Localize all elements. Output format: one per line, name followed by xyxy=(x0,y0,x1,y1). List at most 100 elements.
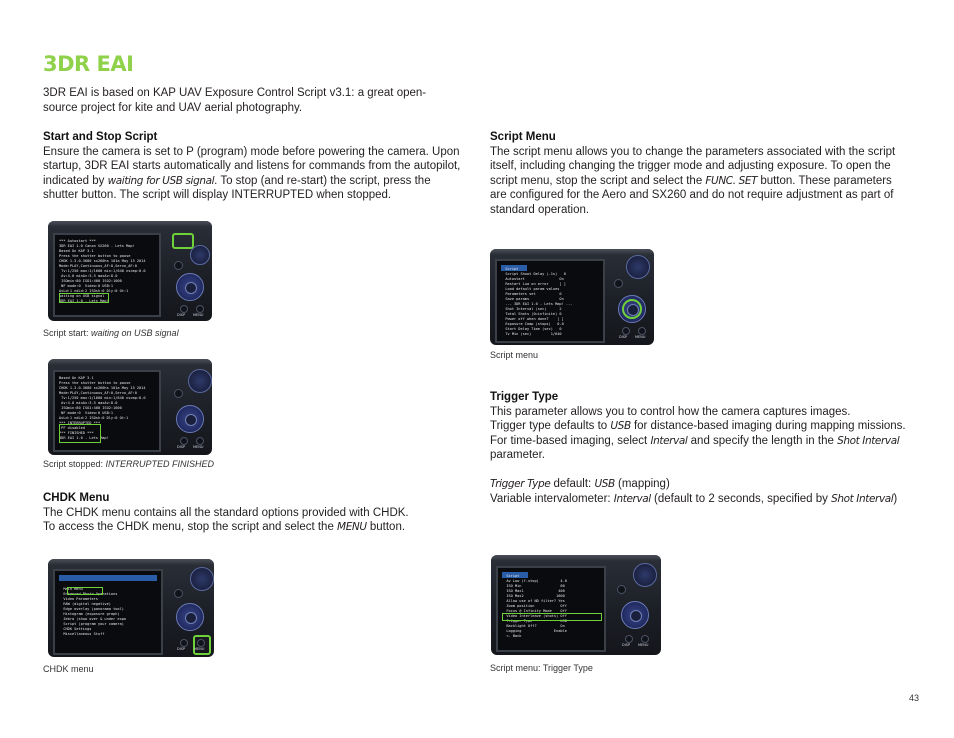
camera-topbar xyxy=(491,555,661,561)
camera-topbar xyxy=(48,359,212,365)
disp-label: DISP xyxy=(619,335,628,339)
highlight-waiting-usb xyxy=(59,293,109,303)
menu-label: MENU xyxy=(193,445,204,449)
record-button-icon xyxy=(174,261,183,270)
trigger-type-section: Trigger Type This parameter allows you t… xyxy=(490,390,915,506)
caption-chdk-menu: CHDK menu xyxy=(43,664,94,674)
tt-a: Trigger type defaults to xyxy=(490,420,611,433)
highlight-menu-button xyxy=(193,635,211,655)
camera-topbar xyxy=(48,559,214,565)
disp-button-icon xyxy=(180,639,188,647)
disp-button-icon xyxy=(180,305,188,313)
script-menu-text-a: The script menu allows you to change the… xyxy=(490,145,896,187)
camera-image-script-menu: Script Script Shoot Delay (.1s) 0 Autost… xyxy=(490,249,654,345)
caption-script-menu: Script menu xyxy=(490,350,539,360)
mode-dial-icon xyxy=(188,369,212,393)
tt-b: for distance-based imaging during mappin… xyxy=(490,420,906,447)
mode-dial-icon xyxy=(190,245,210,265)
menu-title-bar xyxy=(502,572,528,578)
caption-stopped-prefix: Script stopped: xyxy=(43,459,106,469)
page-number: 43 xyxy=(909,693,920,703)
caption-script-start: Script start: waiting on USB signal xyxy=(43,328,179,338)
script-menu-section: Script Menu The script menu allows you t… xyxy=(490,130,910,218)
highlight-shutter xyxy=(172,233,194,249)
screen-text: *** Autostart *** 3DR EAI 1.0 Canon SX26… xyxy=(59,239,146,303)
ti-a: Variable intervalometer: xyxy=(490,492,614,505)
highlight-main-menu xyxy=(67,587,103,595)
screen-text: Based On KAP 3.1 Press the shutter butto… xyxy=(59,376,146,440)
trigger-type-default: Trigger Type default: USB (mapping) xyxy=(490,477,915,492)
disp-button-icon xyxy=(180,437,188,445)
menu-label: MENU xyxy=(194,647,205,651)
tt-shot-interval: Shot Interval xyxy=(837,434,900,447)
chdk-menu-heading: CHDK Menu xyxy=(43,492,110,504)
tt-d: parameter. xyxy=(490,449,545,462)
start-stop-em: waiting for USB signal xyxy=(107,174,215,187)
tt-c: and specify the length in the xyxy=(687,434,838,447)
chdk-menu-em: MENU xyxy=(337,521,367,534)
menu-button-icon xyxy=(197,639,205,647)
record-button-icon xyxy=(174,389,183,398)
camera-image-chdk-menu: Main Menu Enhanced Photo Operations Vide… xyxy=(48,559,214,657)
script-menu-em: FUNC. SET xyxy=(705,174,758,187)
menu-label: MENU xyxy=(193,313,204,317)
record-button-icon xyxy=(174,589,183,598)
script-menu-heading: Script Menu xyxy=(490,131,556,143)
ti-b: Interval xyxy=(613,492,651,505)
ti-c: (default to 2 seconds, specified by xyxy=(650,492,832,505)
script-menu-text-b: button. These parameters are configured … xyxy=(490,174,894,216)
control-pad-icon xyxy=(176,405,204,433)
caption-start-prefix: Script start: xyxy=(43,328,92,338)
camera-image-script-stopped: Based On KAP 3.1 Press the shutter butto… xyxy=(48,359,212,455)
start-stop-heading: Start and Stop Script xyxy=(43,131,158,143)
camera-screen: *** Autostart *** 3DR EAI 1.0 Canon SX26… xyxy=(53,233,161,317)
script-menu-text: The script menu allows you to change the… xyxy=(490,145,910,218)
control-pad-icon xyxy=(176,273,204,301)
highlight-trigger-type xyxy=(502,613,602,621)
caption-start-em: waiting on USB signal xyxy=(91,328,179,338)
td-d: (mapping) xyxy=(614,477,670,490)
chdk-menu-text-2b: button. xyxy=(366,521,406,534)
start-stop-section: Start and Stop Script Ensure the camera … xyxy=(43,130,463,203)
td-c: USB xyxy=(594,477,615,490)
disp-label: DISP xyxy=(177,313,186,317)
trigger-type-text-1: This parameter allows you to control how… xyxy=(490,405,851,418)
camera-screen: Based On KAP 3.1 Press the shutter butto… xyxy=(53,370,161,452)
mode-dial-icon xyxy=(190,567,214,591)
intro-paragraph: 3DR EAI is based on KAP UAV Exposure Con… xyxy=(43,87,427,114)
tt-interval: Interval xyxy=(650,434,688,447)
start-stop-text-b: . To stop (and re-start) the script, pre… xyxy=(43,174,431,202)
menu-button-icon xyxy=(196,437,204,445)
td-b: default: xyxy=(550,477,595,490)
tt-usb: USB xyxy=(610,420,631,433)
record-button-icon xyxy=(617,585,626,594)
menu-label: MENU xyxy=(638,643,649,647)
screen-text: Script Av Low (f-stop) 4.0 ISO Min 80 IS… xyxy=(506,574,567,638)
ti-d: Shot Interval xyxy=(831,492,894,505)
record-button-icon xyxy=(614,279,623,288)
camera-image-trigger-type: Script Av Low (f-stop) 4.0 ISO Min 80 IS… xyxy=(491,555,661,655)
menu-button-icon xyxy=(196,305,204,313)
menu-title-bar xyxy=(59,575,157,581)
trigger-type-interval: Variable intervalometer: Interval (defau… xyxy=(490,492,915,507)
camera-screen: Script Av Low (f-stop) 4.0 ISO Min 80 IS… xyxy=(496,566,606,652)
mode-dial-icon xyxy=(633,563,657,587)
caption-script-stopped: Script stopped: INTERRUPTED FINISHED xyxy=(43,459,214,469)
camera-image-script-start: *** Autostart *** 3DR EAI 1.0 Canon SX26… xyxy=(48,221,212,321)
camera-topbar xyxy=(48,221,212,227)
start-stop-text-a: Ensure the camera is set to P (program) … xyxy=(43,145,461,187)
caption-trigger-type: Script menu: Trigger Type xyxy=(490,663,593,673)
td-a: Trigger Type xyxy=(490,477,551,490)
camera-screen: Main Menu Enhanced Photo Operations Vide… xyxy=(53,569,163,655)
disp-label: DISP xyxy=(177,647,186,651)
chdk-menu-section: CHDK Menu The CHDK menu contains all the… xyxy=(43,491,463,535)
menu-button-icon xyxy=(641,635,649,643)
chdk-menu-text-1: The CHDK menu contains all the standard … xyxy=(43,506,409,519)
control-pad-icon xyxy=(176,603,204,631)
disp-button-icon xyxy=(622,327,630,335)
disp-button-icon xyxy=(625,635,633,643)
control-pad-icon xyxy=(621,601,649,629)
caption-stopped-em: INTERRUPTED FINISHED xyxy=(105,459,215,469)
camera-topbar xyxy=(490,249,654,255)
chdk-menu-text-2a: To access the CHDK menu, stop the script… xyxy=(43,521,338,534)
